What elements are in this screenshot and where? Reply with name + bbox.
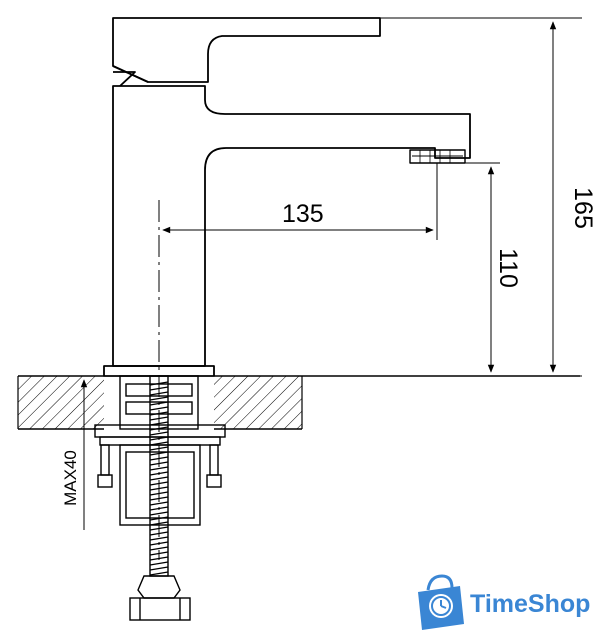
spout-height-label: 110 bbox=[494, 248, 522, 288]
thread-line bbox=[149, 416, 169, 421]
thread-line bbox=[149, 471, 169, 476]
thread-line bbox=[149, 431, 169, 436]
brand-logo: TimeShop bbox=[418, 574, 590, 630]
thread-line bbox=[149, 381, 169, 386]
thread-line bbox=[149, 456, 169, 461]
thread-line bbox=[149, 476, 169, 481]
thread-line bbox=[149, 546, 169, 551]
thread-line bbox=[149, 461, 169, 466]
thread-line bbox=[149, 566, 169, 571]
thread-line bbox=[149, 531, 169, 536]
thread-line bbox=[149, 481, 169, 486]
thread-line bbox=[149, 466, 169, 471]
thread-line bbox=[149, 406, 169, 411]
dimension-max-thickness: MAX40 bbox=[61, 379, 88, 530]
countertop-section bbox=[17, 375, 580, 430]
thread-line bbox=[149, 396, 169, 401]
dimension-total-height: 165 bbox=[380, 17, 597, 377]
thread-line bbox=[149, 451, 169, 456]
faucet-handle bbox=[112, 17, 381, 83]
thread-line bbox=[149, 441, 169, 446]
thread-line bbox=[149, 501, 169, 506]
faucet-body bbox=[103, 17, 471, 377]
thread-line bbox=[149, 436, 169, 441]
faucet-spout bbox=[112, 85, 471, 367]
thread-line bbox=[149, 401, 169, 406]
thread-line bbox=[149, 511, 169, 516]
thread-line bbox=[149, 426, 169, 431]
thread-line bbox=[149, 506, 169, 511]
thread-line bbox=[149, 536, 169, 541]
thread-line bbox=[149, 526, 169, 531]
thread-line bbox=[149, 491, 169, 496]
thread-line bbox=[149, 386, 169, 391]
dimension-spout-reach: 135 bbox=[162, 163, 438, 240]
brand-name: TimeShop bbox=[470, 590, 590, 618]
thread-line bbox=[149, 496, 169, 501]
thread-line bbox=[149, 516, 169, 521]
dimension-spout-height: 110 bbox=[465, 162, 522, 373]
thread-line bbox=[149, 571, 169, 576]
base-flange bbox=[103, 365, 215, 377]
spout-reach-label: 135 bbox=[282, 200, 324, 228]
thread-line bbox=[149, 421, 169, 426]
thread-line bbox=[149, 551, 169, 556]
total-height-label: 165 bbox=[569, 187, 597, 229]
shopping-bag-clock-icon bbox=[418, 574, 464, 630]
thread-line bbox=[149, 411, 169, 416]
thread-line bbox=[149, 446, 169, 451]
thread-line bbox=[149, 486, 169, 491]
thread-line bbox=[149, 556, 169, 561]
thread-line bbox=[149, 521, 169, 526]
max-thickness-label: MAX40 bbox=[61, 450, 80, 506]
thread-line bbox=[149, 391, 169, 396]
mounting-hardware bbox=[94, 375, 226, 621]
thread-line bbox=[149, 561, 169, 566]
rod-threads bbox=[149, 381, 169, 576]
thread-line bbox=[149, 541, 169, 546]
